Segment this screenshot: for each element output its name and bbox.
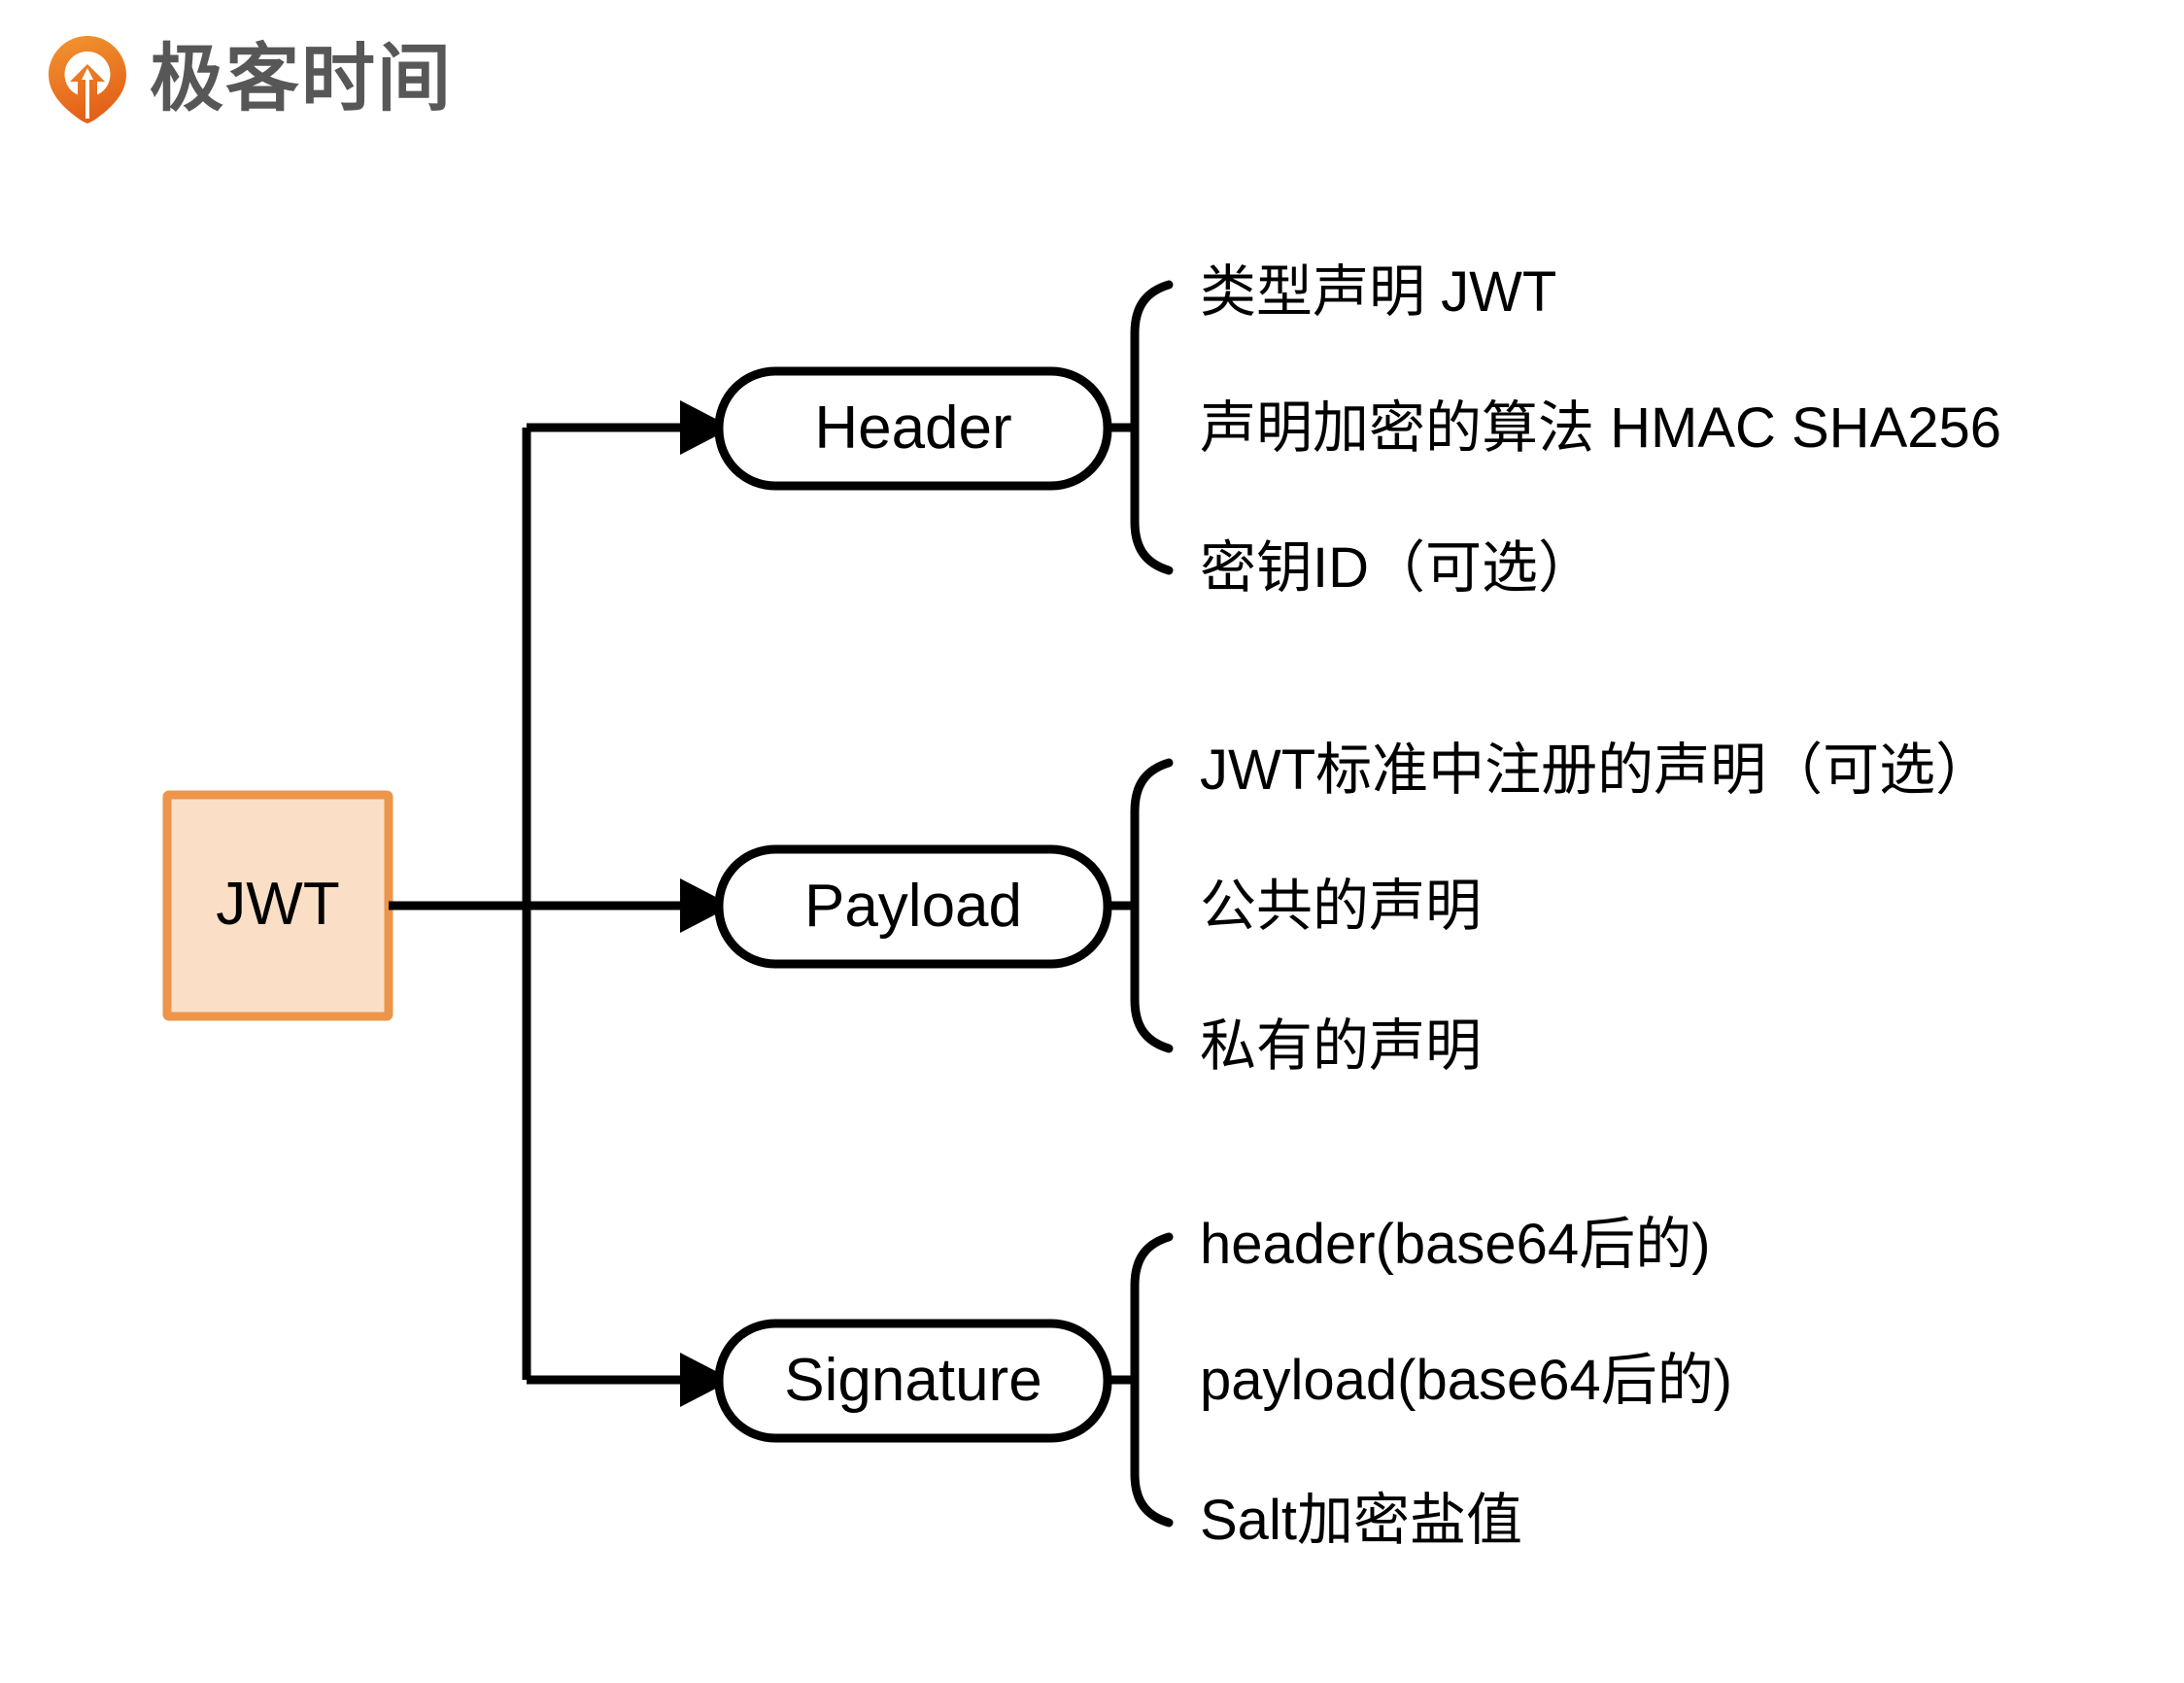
leaf-label-header-3: 密钥ID（可选） bbox=[1200, 536, 1595, 600]
leaf-label-signature-3: Salt加密盐值 bbox=[1200, 1489, 1522, 1552]
leaf-label-signature-1: header(base64后的) bbox=[1200, 1213, 1711, 1276]
arrowhead-signature bbox=[680, 1353, 733, 1407]
arrowhead-payload bbox=[680, 878, 733, 933]
branch-node-label-payload: Payload bbox=[803, 873, 1023, 940]
leaf-label-payload-1: JWT标准中注册的声明（可选） bbox=[1200, 738, 1993, 802]
branch-node-label-signature: Signature bbox=[784, 1347, 1042, 1414]
geektime-pin-icon bbox=[49, 36, 126, 123]
branch-node-label-header: Header bbox=[814, 395, 1012, 462]
leaf-label-payload-2: 公共的声明 bbox=[1200, 875, 1483, 938]
brand-logo: 极客时间 bbox=[47, 35, 453, 124]
brand-name: 极客时间 bbox=[150, 38, 453, 120]
leaf-label-signature-2: payload(base64后的) bbox=[1200, 1349, 1733, 1412]
brace-header bbox=[1103, 280, 1174, 575]
root-connector-trunk bbox=[389, 423, 680, 1385]
arrowhead-header bbox=[680, 400, 733, 455]
brace-signature bbox=[1103, 1232, 1174, 1528]
brace-payload bbox=[1103, 758, 1174, 1053]
leaf-label-payload-3: 私有的声明 bbox=[1200, 1014, 1483, 1078]
leaf-label-header-1: 类型声明 JWT bbox=[1200, 260, 1557, 324]
leaf-label-header-2: 声明加密的算法 HMAC SHA256 bbox=[1200, 396, 2002, 460]
root-node-label: JWT bbox=[216, 871, 340, 938]
branch-arrowheads bbox=[680, 400, 733, 1407]
